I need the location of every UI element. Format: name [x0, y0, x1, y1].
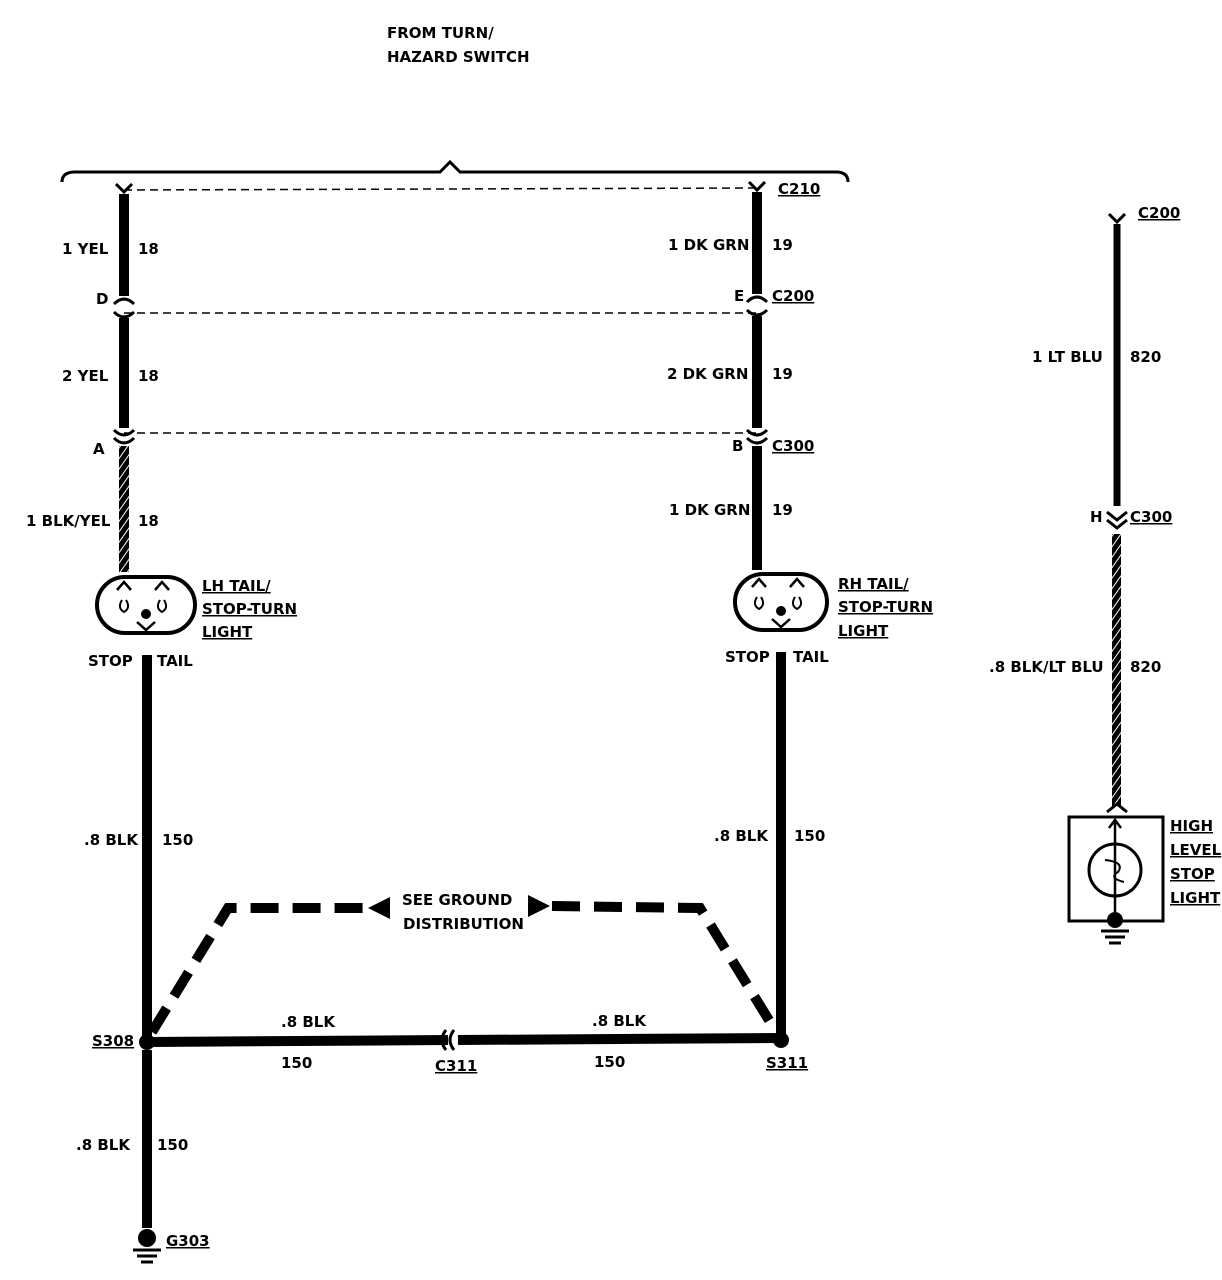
high-connector-h — [1106, 510, 1128, 530]
rh-light-line-1: RH TAIL/ — [838, 575, 909, 593]
connector-c311-icon — [440, 1029, 456, 1051]
left-top-terminal — [114, 182, 134, 195]
bottom-left-wire-label: .8 BLK — [281, 1013, 336, 1031]
right-circuit: C210 1 DK GRN 19 E C200 2 DK GRN 19 B C3… — [667, 180, 933, 1038]
high-lamp-icon — [1067, 815, 1165, 945]
right-connector-b — [745, 428, 769, 445]
right-top-terminal — [747, 180, 767, 193]
high-connector-h-label: H — [1090, 508, 1103, 526]
bottom-wire-right — [457, 1033, 781, 1045]
bottom-left-wire-gauge: 150 — [281, 1054, 312, 1072]
right-wire-3-gauge: 19 — [772, 501, 793, 519]
left-wire-1-gauge: 18 — [138, 240, 159, 258]
right-wire-4-label: .8 BLK — [714, 827, 769, 845]
high-light-line-2: LEVEL — [1170, 841, 1222, 859]
arrow-left-icon — [368, 897, 390, 919]
left-connector-d — [112, 297, 136, 319]
down-wire-gauge: 150 — [157, 1136, 188, 1154]
high-bottom-terminal — [1106, 802, 1128, 814]
right-connector-b-label: B — [732, 437, 743, 455]
arrow-right-icon — [528, 895, 550, 917]
right-connector-c210-label: C210 — [778, 180, 820, 198]
left-wire-3-striped — [119, 446, 129, 572]
lh-tail-label: TAIL — [157, 652, 193, 670]
rh-light-line-3: LIGHT — [838, 622, 889, 640]
connector-c311-label: C311 — [435, 1057, 477, 1075]
left-wire-3-label: 1 BLK/YEL — [26, 512, 111, 530]
rh-tail-label: TAIL — [793, 648, 829, 666]
ground-dashed-right — [551, 901, 780, 1033]
rh-light-line-2: STOP-TURN — [838, 598, 933, 616]
high-level-circuit: C200 1 LT BLU 820 H C300 .8 BLK/LT BLU 8… — [989, 204, 1222, 945]
right-wire-4-gauge: 150 — [794, 827, 825, 845]
rh-lamp-icon — [733, 572, 829, 632]
rh-stop-label: STOP — [725, 648, 770, 666]
ground-dashed-left — [147, 903, 368, 1035]
high-wire-2-gauge: 820 — [1130, 658, 1161, 676]
high-light-line-4: LIGHT — [1170, 889, 1221, 907]
ground-distribution: SEE GROUND DISTRIBUTION S308 S311 .8 BLK… — [76, 891, 808, 1264]
left-connector-a-label: A — [93, 440, 105, 458]
high-light-line-3: STOP — [1170, 865, 1215, 883]
lh-light-line-1: LH TAIL/ — [202, 577, 271, 595]
right-wire-3-label: 1 DK GRN — [669, 501, 750, 519]
left-connector-a — [112, 428, 136, 445]
high-connector-c200-label: C200 — [1138, 204, 1180, 222]
header-line-1: FROM TURN/ — [387, 24, 494, 42]
right-wire-1-gauge: 19 — [772, 236, 793, 254]
splice-s311-dot — [773, 1032, 789, 1048]
left-connector-d-label: D — [96, 290, 108, 308]
right-wire-2-gauge: 19 — [772, 365, 793, 383]
see-ground-line-1: SEE GROUND — [402, 891, 512, 909]
high-wire-2-striped — [1112, 534, 1121, 806]
high-top-terminal — [1107, 212, 1127, 225]
left-wire-2-label: 2 YEL — [62, 367, 109, 385]
bottom-right-wire-gauge: 150 — [594, 1053, 625, 1071]
right-connector-c300-label: C300 — [772, 437, 814, 455]
left-wire-1-label: 1 YEL — [62, 240, 109, 258]
high-light-line-1: HIGH — [1170, 817, 1213, 835]
left-wire-4-gauge: 150 — [162, 831, 193, 849]
see-ground-line-2: DISTRIBUTION — [403, 915, 524, 933]
ground-g303-label: G303 — [166, 1232, 210, 1250]
lh-lamp-icon — [95, 575, 197, 635]
left-wire-3-gauge: 18 — [138, 512, 159, 530]
right-connector-c200-label: C200 — [772, 287, 814, 305]
high-wire-2-label: .8 BLK/LT BLU — [989, 658, 1104, 676]
high-connector-c300-label: C300 — [1130, 508, 1172, 526]
ground-g303-icon — [133, 1229, 161, 1264]
splice-s311-label: S311 — [766, 1054, 808, 1072]
bottom-right-wire-label: .8 BLK — [592, 1012, 647, 1030]
splice-s308-dot — [139, 1034, 155, 1050]
high-wire-1-label: 1 LT BLU — [1032, 348, 1103, 366]
right-wire-2-label: 2 DK GRN — [667, 365, 748, 383]
right-connector-e-label: E — [734, 287, 744, 305]
right-connector-e — [745, 295, 769, 317]
switch-bracket — [60, 159, 850, 183]
down-wire-label: .8 BLK — [76, 1136, 131, 1154]
high-wire-1-gauge: 820 — [1130, 348, 1161, 366]
header-line-2: HAZARD SWITCH — [387, 48, 530, 66]
lh-light-line-2: STOP-TURN — [202, 600, 297, 618]
left-wire-4-label: .8 BLK — [84, 831, 139, 849]
splice-s308-label: S308 — [92, 1032, 134, 1050]
lh-light-line-3: LIGHT — [202, 623, 253, 641]
bottom-wire-left — [149, 1035, 449, 1047]
right-wire-1-label: 1 DK GRN — [668, 236, 749, 254]
connector-c210-dash — [123, 187, 758, 191]
lh-stop-label: STOP — [88, 652, 133, 670]
left-circuit: 1 YEL 18 D 2 YEL 18 A 1 BLK/YEL 18 LH TA… — [26, 182, 297, 1040]
left-wire-2-gauge: 18 — [138, 367, 159, 385]
